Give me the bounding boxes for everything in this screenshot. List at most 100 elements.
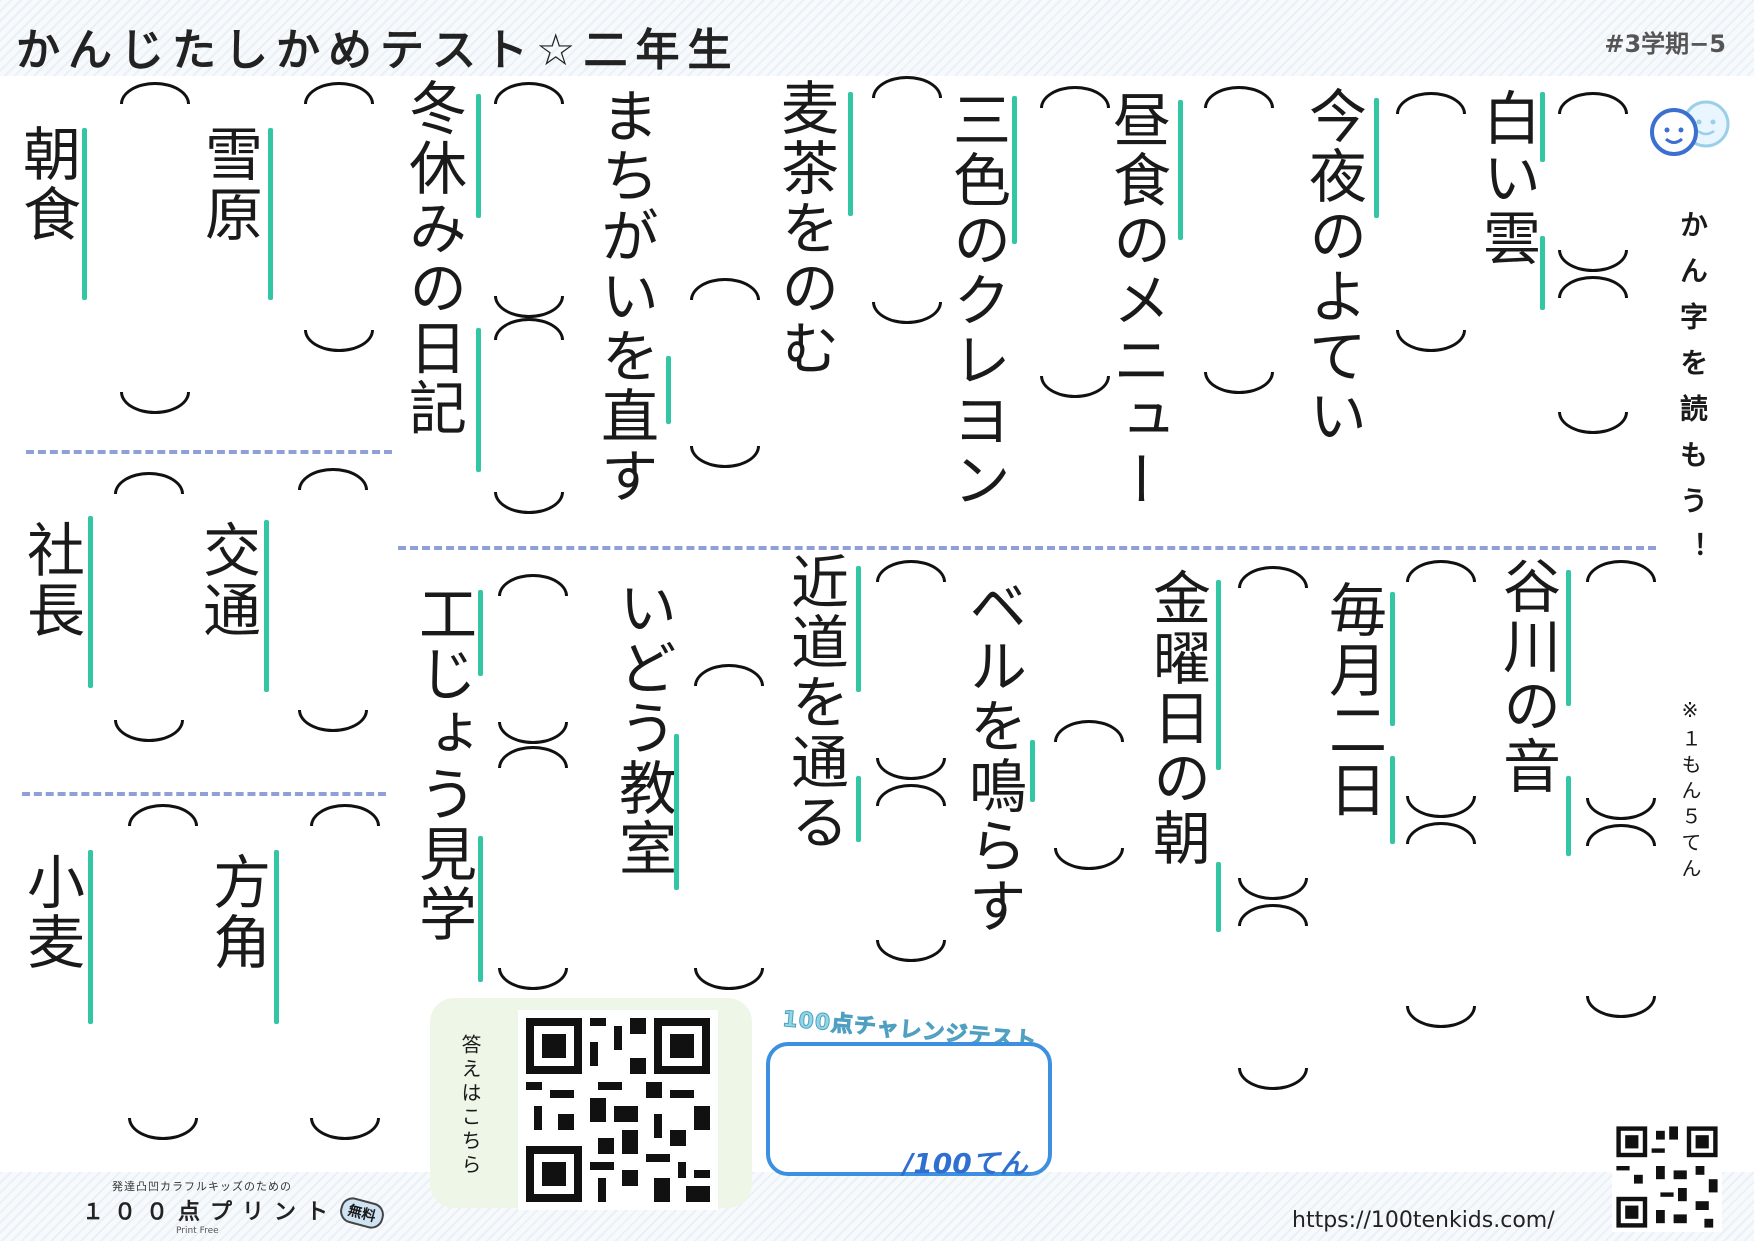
answer-underline [1390, 756, 1395, 844]
answer-paren-close [1406, 1006, 1476, 1028]
answer-paren-open [114, 472, 184, 494]
section-divider [22, 792, 386, 796]
answer-underline [856, 776, 861, 842]
question-13: ベルを鳴らす [959, 576, 1027, 936]
answer-label: 答えはこちら [458, 1034, 482, 1178]
answer-underline [1540, 236, 1545, 310]
answer-paren-close [498, 722, 568, 744]
answer-paren-open [1406, 560, 1476, 582]
brand-tagline: 発達凸凹カラフルキッズのための [112, 1180, 292, 1193]
site-qr-code[interactable] [1612, 1122, 1722, 1232]
answer-paren-open [1406, 822, 1476, 844]
answer-underline [476, 94, 481, 218]
answer-paren-open [694, 664, 764, 686]
question-18: 社長 [17, 520, 85, 640]
question-1: 白い雲 [1473, 88, 1541, 268]
answer-underline [1566, 776, 1571, 856]
score-box[interactable] [766, 1042, 1052, 1176]
answer-paren-close [120, 392, 190, 414]
answer-paren-close [1558, 412, 1628, 434]
answer-paren-close [1238, 1068, 1308, 1090]
answer-paren-close [1396, 330, 1466, 352]
answer-paren-close [694, 968, 764, 990]
answer-underline [268, 128, 273, 300]
term-label: #3学期−5 [1604, 30, 1726, 58]
question-15: いどう教室 [609, 578, 677, 878]
answer-underline [1374, 98, 1379, 218]
answer-underline [1566, 570, 1571, 706]
question-16: 工じょう見学 [409, 584, 477, 944]
answer-paren-open [1238, 566, 1308, 588]
qr-code-icon [518, 1010, 718, 1210]
answer-paren-open [298, 468, 368, 490]
site-url[interactable]: https://100tenkids.com/ [1292, 1208, 1555, 1233]
header-band [0, 0, 1754, 76]
answer-paren-open [1238, 904, 1308, 926]
question-14: 近道を通る [781, 552, 849, 852]
answer-paren-close [1586, 798, 1656, 820]
score-text: /100てん [903, 1147, 1028, 1180]
answer-paren-close [876, 758, 946, 780]
answer-qr-code[interactable] [518, 1010, 718, 1210]
answer-paren-open [1040, 86, 1110, 108]
answer-paren-close [498, 968, 568, 990]
question-8: 雪原 [195, 124, 263, 244]
answer-underline [1540, 92, 1545, 162]
answer-paren-close [872, 302, 942, 324]
answer-paren-close [876, 940, 946, 962]
answer-paren-open [876, 560, 946, 582]
footer-band [0, 1172, 1754, 1241]
question-6: まちがいを直す [591, 86, 659, 506]
answer-paren-close [690, 446, 760, 468]
answer-paren-close [1238, 878, 1308, 900]
answer-underline [1216, 580, 1221, 770]
question-12: 金曜日の朝 [1143, 568, 1211, 868]
answer-underline [1216, 862, 1221, 932]
answer-underline [274, 850, 279, 1024]
answer-paren-open [1054, 720, 1124, 742]
answer-paren-close [1054, 848, 1124, 870]
answer-paren-open [1586, 560, 1656, 582]
page-title: かんじたしかめテスト☆二年生 [16, 25, 740, 76]
answer-underline [1012, 96, 1017, 244]
question-9: 朝食 [13, 124, 81, 244]
answer-paren-close [1040, 376, 1110, 398]
answer-paren-open [1204, 86, 1274, 108]
answer-underline [1390, 592, 1395, 726]
question-11: 毎月二日 [1319, 580, 1387, 820]
question-20: 小麦 [17, 852, 85, 972]
answer-paren-close [310, 1118, 380, 1140]
answer-paren-open [304, 82, 374, 104]
answer-paren-close [1204, 372, 1274, 394]
answer-paren-close [494, 296, 564, 318]
answer-underline [476, 328, 481, 472]
answer-underline [88, 850, 93, 1024]
answer-paren-close [1558, 250, 1628, 272]
answer-paren-open [1586, 824, 1656, 846]
answer-underline [1030, 740, 1035, 802]
instruction-text: かん字を読もう！ [1676, 210, 1709, 578]
brand-footnote: Print Free [176, 1226, 219, 1236]
answer-paren-open [494, 318, 564, 340]
answer-paren-open [1396, 92, 1466, 114]
answer-underline [1178, 100, 1183, 240]
answer-underline [674, 734, 679, 890]
section-divider [398, 546, 1656, 550]
score-note: ※１もん５てん [1678, 698, 1702, 884]
answer-underline [478, 590, 483, 676]
answer-paren-open [498, 746, 568, 768]
answer-paren-open [310, 804, 380, 826]
answer-underline [82, 128, 87, 300]
answer-underline [856, 566, 861, 692]
answer-underline [264, 520, 269, 692]
question-3: 昼食のメニュー [1103, 90, 1171, 510]
answer-underline [88, 516, 93, 688]
answer-paren-open [876, 784, 946, 806]
answer-paren-open [690, 278, 760, 300]
answer-underline [848, 92, 853, 216]
answer-underline [666, 356, 671, 424]
answer-paren-close [304, 330, 374, 352]
question-10: 谷川の音 [1493, 556, 1561, 796]
brand-logo: １００点プリント [82, 1200, 339, 1225]
answer-paren-close [114, 720, 184, 742]
